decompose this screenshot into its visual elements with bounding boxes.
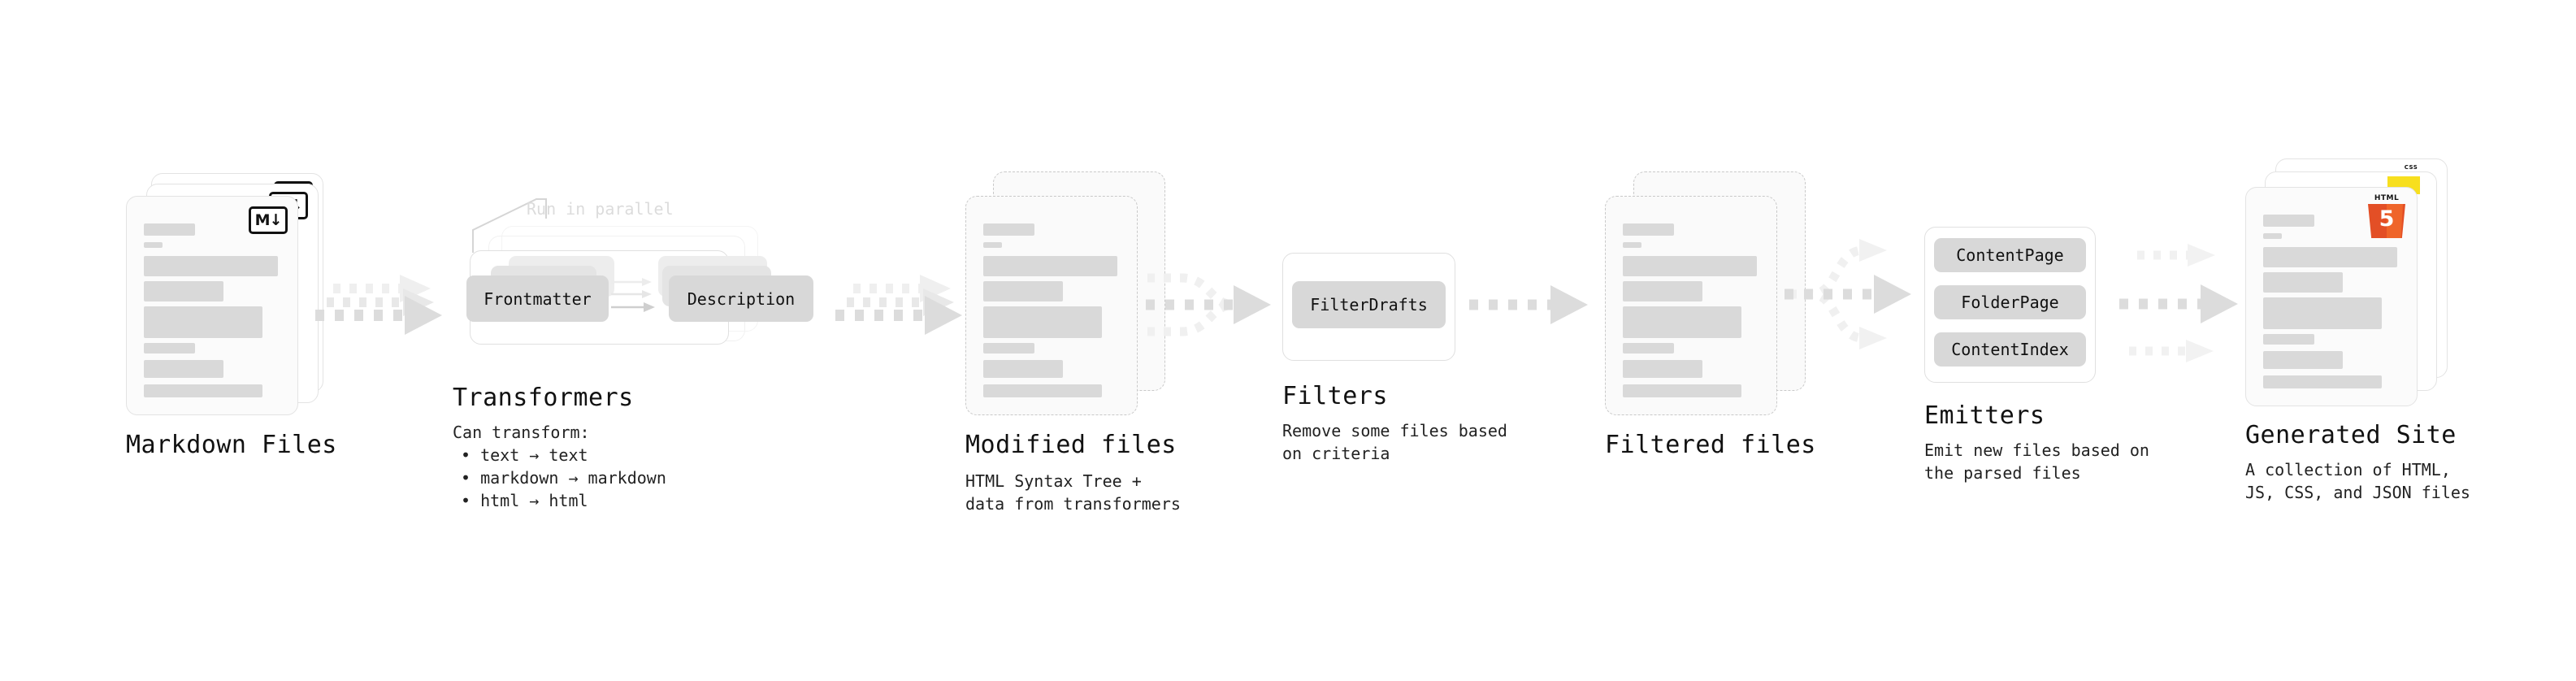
skeleton-line <box>144 281 223 301</box>
transformers-bullet-list: text → text markdown → markdown html → h… <box>461 444 666 512</box>
stage-label-markdown-files: Markdown Files <box>126 431 337 459</box>
skeleton-line <box>1623 281 1702 301</box>
skeleton-line <box>1623 242 1641 248</box>
generated-site-desc: A collection of HTML, JS, CSS, and JSON … <box>2245 460 2470 502</box>
stage-label-filtered-files: Filtered files <box>1605 431 1816 459</box>
html5-icon-number: 5 <box>2379 206 2395 232</box>
site-card-front: HTML 5 <box>2245 187 2418 406</box>
html5-icon: HTML 5 <box>2368 194 2405 238</box>
skeleton-line <box>983 384 1102 397</box>
skeleton-line <box>2263 215 2314 227</box>
skeleton-line <box>144 242 163 248</box>
skeleton-line <box>144 360 223 378</box>
stage-label-filters: Filters <box>1282 382 1388 410</box>
skeleton-line <box>1623 360 1702 378</box>
chip-label: Frontmatter <box>484 288 592 309</box>
stage-label-modified-files: Modified files <box>965 431 1177 459</box>
chip-label: FilterDrafts <box>1310 295 1428 314</box>
skeleton-line <box>2263 297 2382 329</box>
connector-emitters-to-site <box>2119 244 2238 362</box>
html5-icon-shield <box>2368 204 2405 238</box>
connector-modified-to-filters <box>1146 273 1271 336</box>
modified-files-desc: HTML Syntax Tree + data from transformer… <box>965 471 1181 514</box>
skeleton-line <box>1623 306 1741 338</box>
run-in-parallel-label: Run in parallel <box>527 199 674 219</box>
transformer-chip-frontmatter[interactable]: Frontmatter <box>466 275 609 322</box>
skeleton-line <box>983 223 1034 236</box>
stage-label-generated-site: Generated Site <box>2245 421 2457 449</box>
markdown-card-front: M↓ <box>126 196 298 415</box>
list-item: text → text <box>461 444 666 466</box>
modified-card-front <box>965 196 1138 415</box>
chip-label: ContentIndex <box>1951 340 2069 359</box>
chip-label: ContentPage <box>1956 245 2064 265</box>
skeleton-line <box>2263 247 2397 267</box>
filtered-card-front <box>1605 196 1777 415</box>
skeleton-line <box>983 343 1034 354</box>
emitters-desc: Emit new files based on the parsed files <box>1924 440 2149 483</box>
emitter-chip-contentpage[interactable]: ContentPage <box>1934 238 2086 272</box>
skeleton-line <box>983 306 1102 338</box>
transformer-chip-description[interactable]: Description <box>669 275 813 322</box>
filter-chip-filterdrafts[interactable]: FilterDrafts <box>1292 281 1446 328</box>
skeleton-line <box>2263 272 2343 293</box>
run-in-parallel-brace <box>472 198 547 253</box>
skeleton-line <box>1623 256 1757 276</box>
filters-desc: Remove some files based on criteria <box>1282 421 1507 463</box>
skeleton-line <box>983 256 1117 276</box>
skeleton-line <box>144 223 195 236</box>
stage-label-emitters: Emitters <box>1924 401 2045 430</box>
connector-transformers-to-modified <box>835 275 962 335</box>
css-icon-label: CSS <box>2404 164 2418 171</box>
skeleton-line <box>2263 351 2343 369</box>
connector-filters-to-filtered <box>1469 285 1588 324</box>
skeleton-line <box>1623 384 1741 397</box>
skeleton-line <box>1623 343 1674 354</box>
skeleton-line <box>144 306 262 338</box>
connector-filtered-to-emitters <box>1785 239 1911 349</box>
skeleton-line <box>1623 223 1674 236</box>
skeleton-line <box>2263 334 2314 345</box>
skeleton-line <box>144 343 195 354</box>
skeleton-line <box>983 360 1063 378</box>
skeleton-line <box>144 384 262 397</box>
skeleton-line <box>2263 233 2282 239</box>
emitter-chip-contentindex[interactable]: ContentIndex <box>1934 332 2086 367</box>
markdown-icon: M↓ <box>249 206 288 234</box>
list-item: html → html <box>461 489 666 512</box>
skeleton-line <box>144 256 278 276</box>
html5-icon-wordmark: HTML <box>2374 194 2400 202</box>
chip-label: Description <box>687 288 796 309</box>
stage-label-transformers: Transformers <box>453 384 634 412</box>
list-item: markdown → markdown <box>461 466 666 489</box>
skeleton-line <box>983 281 1063 301</box>
skeleton-line <box>2263 375 2382 388</box>
skeleton-line <box>983 242 1002 248</box>
connector-md-to-transformers <box>315 275 442 335</box>
transformer-inner-arrows <box>611 278 655 312</box>
transformers-desc: Can transform: <box>453 423 590 442</box>
emitter-chip-folderpage[interactable]: FolderPage <box>1934 285 2086 319</box>
chip-label: FolderPage <box>1961 293 2059 312</box>
